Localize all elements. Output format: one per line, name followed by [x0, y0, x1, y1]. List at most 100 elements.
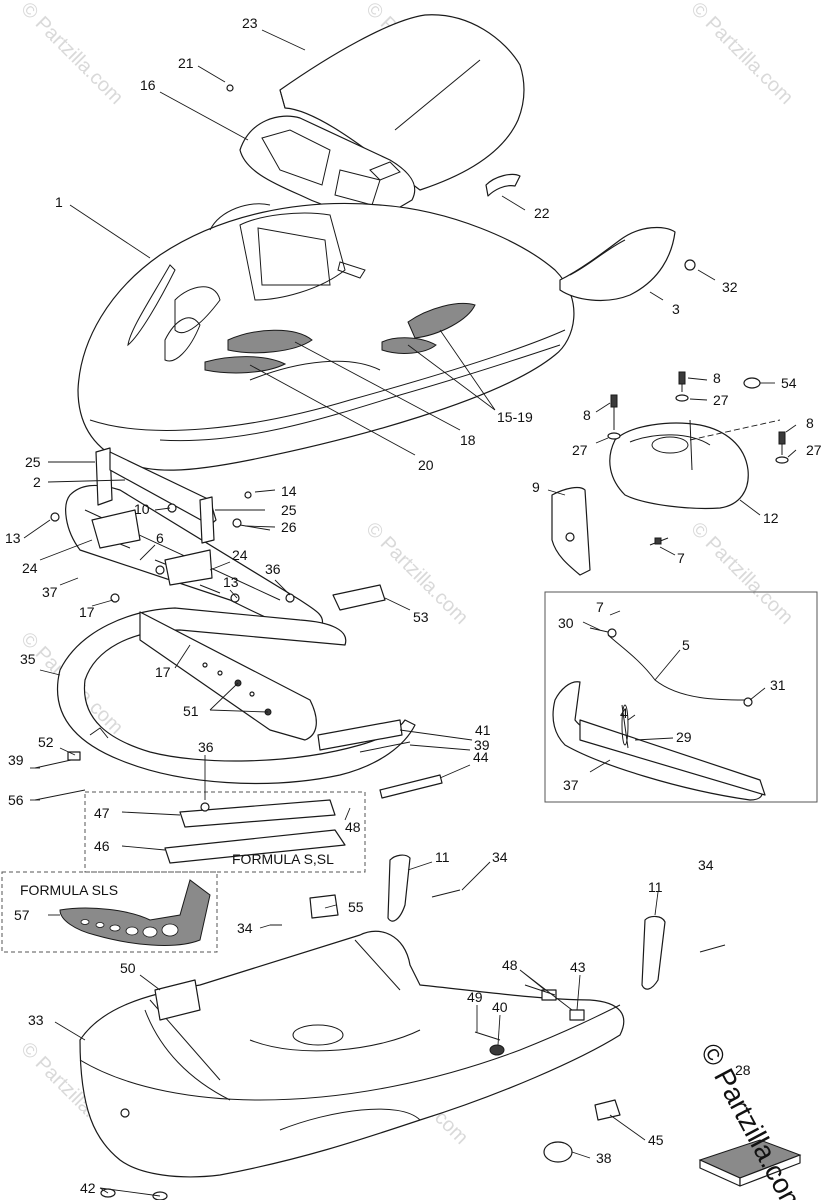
formula-s-sl-group	[84, 791, 366, 873]
callout-9: 9	[532, 479, 540, 495]
callout-50: 50	[120, 960, 136, 976]
callout-22: 22	[534, 205, 550, 221]
callout-11-b: 11	[648, 879, 663, 895]
callout-51: 51	[183, 703, 199, 719]
callout-6: 6	[156, 530, 164, 546]
callout-28: 28	[735, 1062, 751, 1078]
callout-56: 56	[8, 792, 24, 808]
callout-34-b: 34	[698, 857, 714, 873]
bolts-39-52-56	[34, 741, 411, 801]
plate-53	[332, 584, 386, 611]
callout-36-b: 36	[198, 739, 214, 755]
callout-36-a: 36	[265, 561, 281, 577]
callout-55: 55	[348, 899, 364, 915]
brackets-11	[387, 854, 666, 990]
callout-14: 14	[281, 483, 297, 499]
foam-28	[698, 1139, 802, 1187]
callout-13-b: 13	[223, 574, 239, 590]
callout-38: 38	[596, 1150, 612, 1166]
callout-43: 43	[570, 959, 586, 975]
callout-8-c: 8	[806, 415, 814, 431]
callout-25-b: 25	[281, 502, 297, 518]
bumper-35	[56, 607, 416, 785]
formula-sls-group	[1, 871, 218, 953]
callout-41: 41	[475, 722, 491, 738]
callout-15-19: 15-19	[497, 409, 533, 425]
callout-49: 49	[467, 989, 483, 1005]
panel-9	[551, 486, 591, 576]
callout-32: 32	[722, 279, 738, 295]
callout-34-c: 34	[237, 920, 253, 936]
callout-23: 23	[242, 15, 258, 31]
callout-17-a: 17	[79, 604, 95, 620]
callout-47: 47	[94, 805, 110, 821]
callout-5: 5	[682, 637, 690, 653]
callout-26: 26	[281, 519, 297, 535]
air-box-12	[609, 419, 781, 509]
trim-3	[559, 226, 676, 301]
fasteners-8-27	[607, 371, 789, 464]
callout-16: 16	[140, 77, 156, 93]
callout-29: 29	[676, 729, 692, 745]
screw-21	[226, 84, 234, 92]
callout-7-a: 7	[677, 550, 685, 566]
callout-48-a: 48	[345, 819, 361, 835]
callout-30: 30	[558, 615, 574, 631]
callout-39-b: 39	[8, 752, 24, 768]
callout-3: 3	[672, 301, 680, 317]
reinforcement-51	[139, 611, 317, 741]
callout-37-b: 37	[563, 777, 579, 793]
callout-7-b: 7	[596, 599, 604, 615]
callout-8-b: 8	[583, 407, 591, 423]
group-label-formula-s-sl: FORMULA S,SL	[232, 851, 334, 867]
label-55-45	[309, 894, 621, 1121]
callout-35: 35	[20, 651, 36, 667]
callout-57: 57	[14, 907, 30, 923]
callout-12: 12	[763, 510, 779, 526]
callout-24-b: 24	[232, 547, 248, 563]
callout-11-a: 11	[435, 849, 450, 865]
callout-17-b: 17	[155, 664, 171, 680]
callout-21: 21	[178, 55, 194, 71]
callout-34-a: 34	[492, 849, 508, 865]
callout-37: 37	[42, 584, 58, 600]
callout-33: 33	[28, 1012, 44, 1028]
callout-40: 40	[492, 999, 508, 1015]
callout-8-a: 8	[713, 370, 721, 386]
callout-52: 52	[38, 734, 54, 750]
callout-4: 4	[620, 705, 628, 721]
screw-7-top	[649, 537, 669, 546]
callout-54: 54	[781, 375, 797, 391]
callout-27-a: 27	[713, 392, 729, 408]
callout-labels: 23 21 16 1 22 3 32 15-19 18 20 8 54 8 27…	[5, 15, 822, 1196]
callout-27-c: 27	[806, 442, 822, 458]
watermark-text: © Partzilla.com	[686, 0, 797, 109]
brackets-24-25	[50, 447, 295, 603]
callout-18: 18	[460, 432, 476, 448]
watermark-text: © Partzilla.com	[16, 0, 127, 109]
callout-25-a: 25	[25, 454, 41, 470]
callout-44: 44	[473, 749, 489, 765]
callout-39-a: 39	[474, 737, 490, 753]
callout-31: 31	[770, 677, 786, 693]
leader-lines	[23, 29, 797, 1197]
callout-10: 10	[134, 501, 150, 517]
group-label-formula-sls: FORMULA SLS	[20, 882, 118, 898]
hood-1	[77, 202, 575, 471]
clip-32	[684, 259, 696, 271]
callout-13-a: 13	[5, 530, 21, 546]
callout-42: 42	[80, 1180, 96, 1196]
callout-48-b: 48	[502, 957, 518, 973]
grab-handle-22	[485, 173, 521, 197]
callout-27-b: 27	[572, 442, 588, 458]
callout-24-a: 24	[22, 560, 38, 576]
callout-53: 53	[413, 609, 429, 625]
callout-45: 45	[648, 1132, 664, 1148]
callout-20: 20	[418, 457, 434, 473]
callout-2: 2	[33, 474, 41, 490]
callout-1: 1	[55, 194, 63, 210]
watermark-text: © Partzilla.com	[686, 518, 797, 629]
callout-46: 46	[94, 838, 110, 854]
